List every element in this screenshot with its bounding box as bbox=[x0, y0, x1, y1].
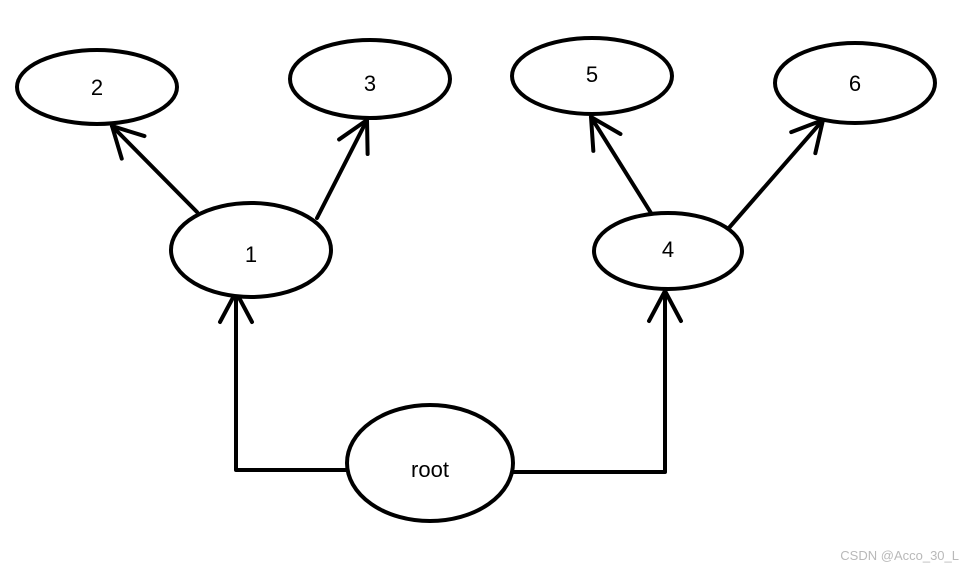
watermark-text: CSDN @Acco_30_L bbox=[840, 548, 959, 563]
node-label-n6: 6 bbox=[849, 71, 861, 96]
edge-n1-to-n2 bbox=[110, 124, 199, 214]
node-ellipse-n5 bbox=[510, 36, 674, 116]
node-label-n3: 3 bbox=[364, 71, 376, 96]
node-ellipse-n1 bbox=[169, 201, 333, 299]
node-label-n2: 2 bbox=[91, 75, 103, 100]
arrowhead-n4-to-n5 bbox=[589, 115, 623, 153]
node-ellipse-n2 bbox=[15, 48, 179, 126]
node-n5: 5 bbox=[510, 36, 674, 116]
node-ellipse-root bbox=[345, 403, 515, 523]
node-ellipse-n3 bbox=[288, 38, 452, 120]
arrowhead-n1-to-n3 bbox=[337, 118, 370, 156]
node-label-root: root bbox=[411, 457, 449, 482]
edges-layer bbox=[110, 115, 825, 474]
edge-n4-to-n6 bbox=[726, 118, 825, 231]
arrowhead-n1-to-n2 bbox=[110, 124, 147, 161]
node-root: root bbox=[345, 403, 515, 523]
node-ellipse-n6 bbox=[773, 41, 937, 125]
node-n6: 6 bbox=[773, 41, 937, 125]
node-label-n4: 4 bbox=[662, 237, 674, 262]
node-n3: 3 bbox=[288, 38, 452, 120]
nodes-layer: root 1 2 3 4 5 6 bbox=[15, 36, 937, 523]
edge-n1-to-n3 bbox=[315, 118, 369, 220]
node-ellipse-n4 bbox=[592, 211, 744, 291]
edge-root-to-n1 bbox=[234, 290, 350, 472]
edge-n4-to-n5 bbox=[589, 115, 653, 215]
arrowhead-root-to-n4 bbox=[647, 289, 683, 323]
edge-root-to-n4 bbox=[511, 289, 667, 474]
node-n2: 2 bbox=[15, 48, 179, 126]
node-label-n5: 5 bbox=[586, 62, 598, 87]
node-n4: 4 bbox=[592, 211, 744, 291]
node-n1: 1 bbox=[169, 201, 333, 299]
node-label-n1: 1 bbox=[245, 242, 257, 267]
